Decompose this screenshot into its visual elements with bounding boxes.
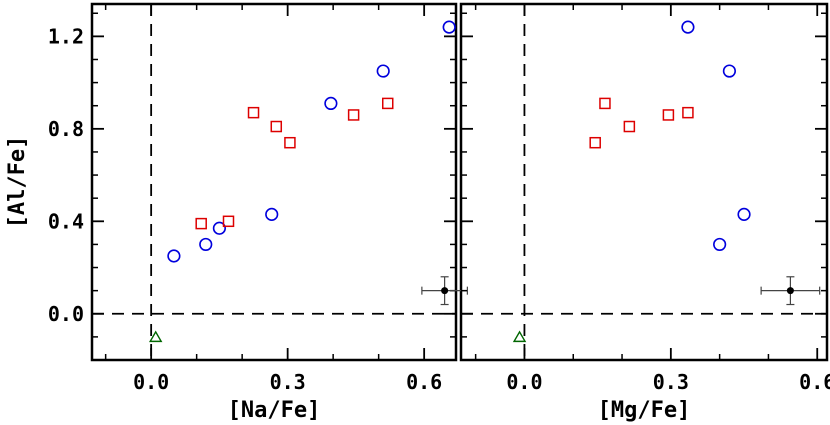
data-point-triangle-left <box>148 330 163 343</box>
data-point-circle-right <box>681 20 695 34</box>
data-point-square-right <box>682 106 694 119</box>
data-point-circle-left <box>167 249 181 263</box>
data-point-circle-right <box>713 237 727 252</box>
y-axis-label: [Al/Fe] <box>5 136 30 229</box>
data-point-circle-right <box>737 207 751 221</box>
data-point-circle-left <box>199 237 213 252</box>
data-point-square-left <box>382 97 394 110</box>
y-tick-label: 0.0 <box>48 302 84 326</box>
data-point-square-right <box>599 97 611 110</box>
data-point-circle-right <box>722 64 737 78</box>
panel-frame-right <box>459 2 829 362</box>
x-tick-label-left: 0.6 <box>406 370 442 394</box>
y-tick-label: 0.4 <box>48 209 84 233</box>
data-point-circle-left <box>265 207 279 221</box>
data-point-square-right <box>623 120 636 133</box>
y-tick-label: 1.2 <box>48 24 84 48</box>
data-point-circle-left <box>324 96 338 111</box>
x-tick-label-right: 0.6 <box>799 370 830 394</box>
data-point-square-left <box>195 217 207 230</box>
data-point-square-right <box>589 136 601 149</box>
x-tick-label-right: 0.0 <box>506 370 542 394</box>
panel-frame-left <box>90 2 458 362</box>
data-point-square-left <box>222 215 235 228</box>
data-point-circle-left <box>376 64 390 78</box>
x-axis-label-right: [Mg/Fe] <box>598 398 691 423</box>
data-point-square-left <box>284 136 296 149</box>
chart-marks: 0.0 0.3 0.6 0.0 0.4 0.8 1.2 [Na/Fe] [Al/Fe] 0.0 0.… <box>5 4 830 423</box>
data-point-square-left <box>247 106 260 119</box>
data-point-triangle-right <box>512 330 527 343</box>
data-point-circle-left <box>442 20 456 34</box>
data-point-square-left <box>270 120 283 133</box>
y-tick-label: 0.8 <box>48 117 84 141</box>
error-bar-point-left <box>441 287 449 295</box>
x-axis-label-left: [Na/Fe] <box>228 398 321 423</box>
error-bar-point-right <box>786 287 794 295</box>
x-tick-label-right: 0.3 <box>653 370 689 394</box>
x-tick-label-left: 0.0 <box>133 370 169 394</box>
data-point-square-left <box>347 109 360 121</box>
data-point-square-right <box>662 109 675 121</box>
x-tick-label-left: 0.3 <box>270 370 306 394</box>
data-point-circle-left <box>212 221 226 235</box>
